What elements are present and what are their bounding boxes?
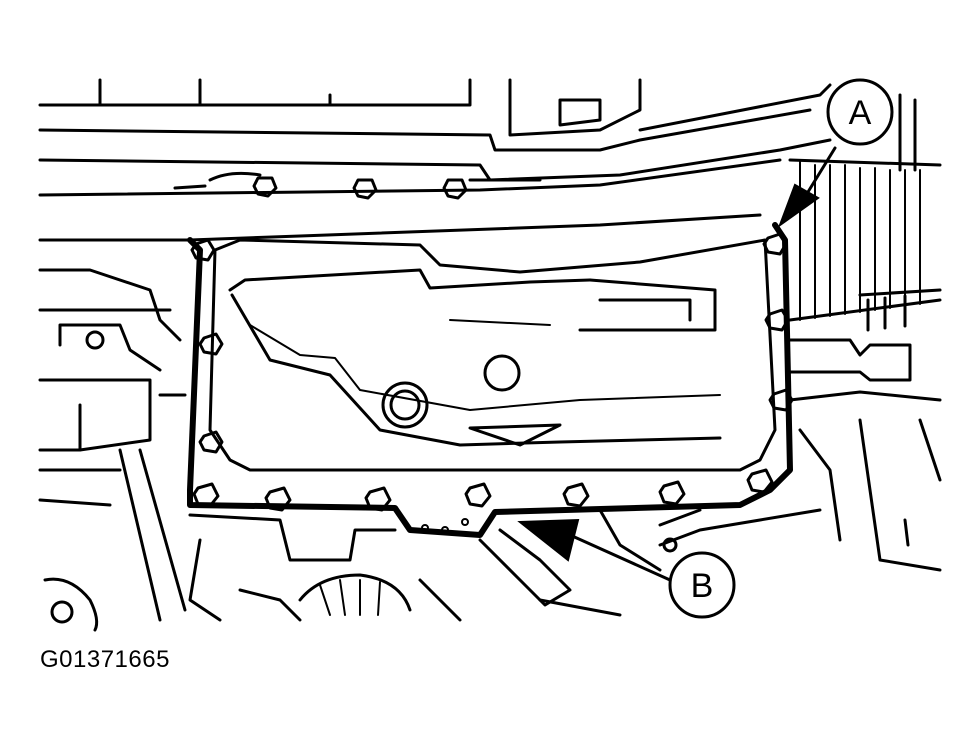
engine-block-upper — [38, 78, 832, 242]
right-components — [788, 93, 942, 572]
lower-components — [188, 508, 822, 622]
oil-pan-body — [208, 238, 777, 472]
flange-bolts — [190, 232, 794, 534]
callout-b-arrow — [517, 518, 580, 562]
top-rail-bolts — [173, 171, 542, 200]
oil-pan-flange — [187, 222, 793, 538]
callout-b-label: B — [691, 567, 714, 605]
callout-b: B — [517, 518, 736, 619]
left-components — [38, 268, 187, 632]
callout-a-arrow — [777, 183, 820, 228]
callout-b-circle — [668, 551, 736, 619]
callout-a-label: A — [849, 94, 872, 132]
figure-id: G01371665 — [40, 646, 170, 673]
callout-a: A — [777, 78, 894, 228]
callout-a-circle — [826, 78, 894, 146]
